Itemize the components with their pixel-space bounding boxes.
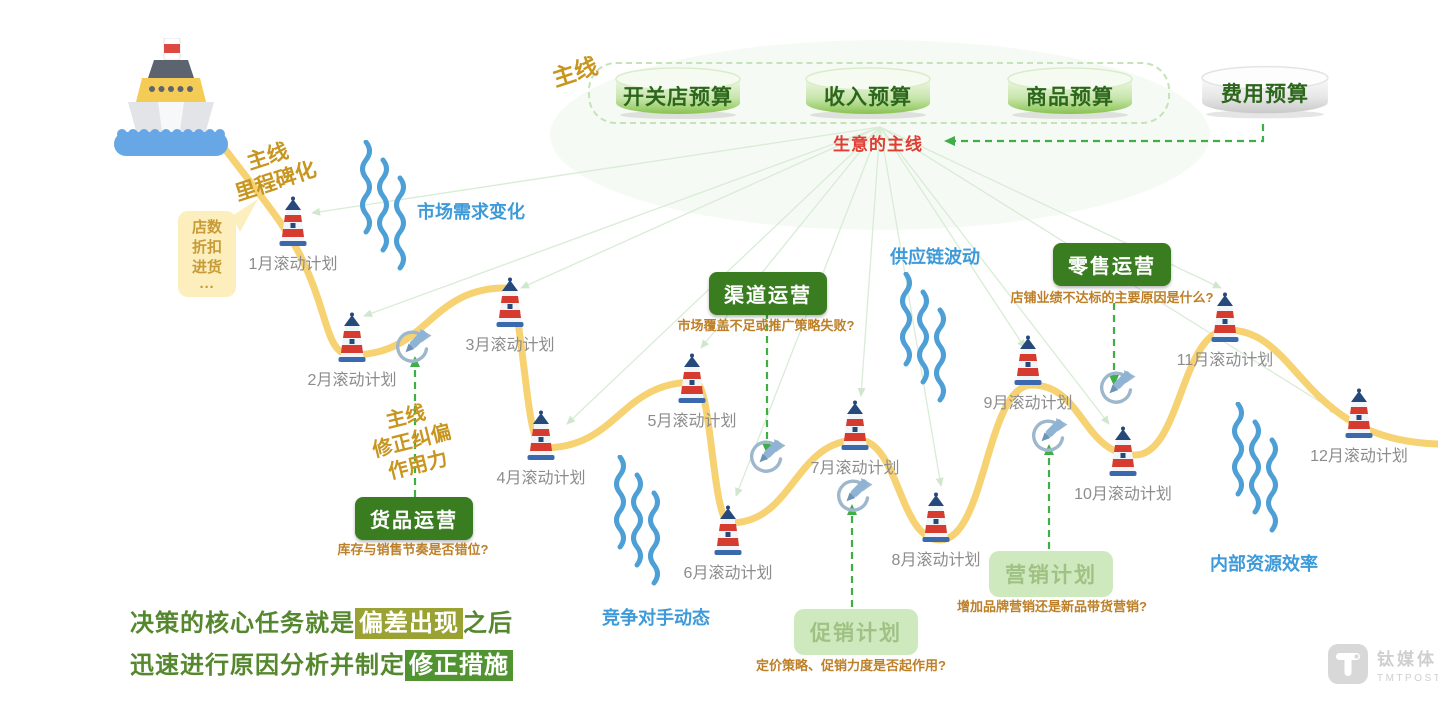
month-label: 9月滚动计划 [983,395,1073,412]
rolling-plan-curve [214,136,1438,544]
statement-line1: 决策的核心任务就是偏差出现之后 [130,603,513,639]
milestone-month-12: 12月滚动计划 [1304,388,1414,466]
force-internal-resources: 内部资源效率 [1210,554,1318,574]
milestone-month-4: 4月滚动计划 [486,410,596,488]
statement-line2: 迅速进行原因分析并制定修正措施 [130,645,513,681]
milestone-month-6: 6月滚动计划 [673,505,783,583]
month-label: 4月滚动计划 [496,470,586,487]
lighthouse-icon [1107,426,1139,478]
bubble-line: 进货 [191,259,222,276]
lighthouse-icon [525,410,557,462]
op-box-marketing: 营销计划 [989,551,1113,597]
lighthouse-icon [277,196,309,248]
milestone-month-5: 5月滚动计划 [637,353,747,431]
lighthouse-icon [494,277,526,329]
revision-cycle-icon [390,327,434,371]
op-box-retail: 零售运营 [1053,243,1171,286]
lighthouse-icon [1012,335,1044,387]
watermark-name: 钛媒体 [1377,649,1437,669]
revision-cycle-icon [1094,368,1138,412]
revision-cycle-icon [1026,416,1070,460]
statement-text: 之后 [463,610,513,637]
bubble-line: ··· [199,279,215,296]
lighthouse-icon [336,312,368,364]
budget-label: 收入预算 [824,86,912,109]
force-competitors: 竞争对手动态 [602,608,710,628]
budget-label: 费用预算 [1221,83,1309,106]
plan-detail-bubble: 店数 折扣 进货 ··· [178,211,236,297]
waves-icon [898,272,958,404]
mainline-budget-group-box [588,62,1170,124]
revision-cycle-icon [831,476,875,520]
lighthouse-icon [1209,292,1241,344]
tmtpost-logo-icon [1328,644,1368,684]
milestone-month-2: 2月滚动计划 [297,312,407,390]
statement-highlight-deviation: 偏差出现 [355,608,463,639]
waves-icon [358,140,418,272]
op-box-goods: 货品运营 [355,497,473,540]
month-label: 6月滚动计划 [683,565,773,582]
statement-text: 决策的核心任务就是 [130,610,355,637]
month-label: 8月滚动计划 [891,552,981,569]
budget-cylinder-expense: 费用预算 [1194,63,1336,121]
lighthouse-icon [676,353,708,405]
budget-cylinder-merchandise: 商品预算 [1000,66,1140,120]
milestone-month-10: 10月滚动计划 [1068,426,1178,504]
milestone-month-11: 11月滚动计划 [1170,292,1280,370]
budget-label: 商品预算 [1026,86,1114,109]
lighthouse-icon [839,400,871,452]
month-label: 3月滚动计划 [465,337,555,354]
statement-highlight-correction: 修正措施 [405,650,513,681]
month-label: 2月滚动计划 [307,372,397,389]
question-retail: 店铺业绩不达标的主要原因是什么? [1010,290,1214,305]
question-goods: 库存与销售节奏是否错位? [337,542,489,557]
op-box-promotion: 促销计划 [794,609,918,655]
statement-text: 迅速进行原因分析并制定 [130,652,405,679]
bubble-tail [232,199,258,232]
dashed-connectors [410,124,1265,607]
month-label: 1月滚动计划 [248,256,338,273]
month-label: 11月滚动计划 [1176,352,1274,369]
waves-icon [1230,402,1290,534]
op-box-channel: 渠道运营 [709,272,827,315]
milestone-month-9: 9月滚动计划 [973,335,1083,413]
month-label: 5月滚动计划 [647,413,737,430]
question-marketing: 增加品牌营销还是新品带货营销? [957,599,1147,614]
month-label: 10月滚动计划 [1074,486,1172,503]
milestone-month-1: 1月滚动计划 [238,196,348,274]
force-supply-chain: 供应链波动 [890,247,980,267]
milestone-month-3: 3月滚动计划 [455,277,565,355]
budget-cylinder-open-close-store: 开关店预算 [608,66,748,120]
lighthouse-icon [712,505,744,557]
budget-cylinder-revenue: 收入预算 [798,66,938,120]
question-promotion: 定价策略、促销力度是否起作用? [756,658,946,673]
bubble-line: 店数 [191,219,222,236]
bubble-line: 折扣 [191,239,222,256]
milestone-month-7: 7月滚动计划 [800,400,910,478]
month-label: 12月滚动计划 [1310,448,1408,465]
ship-icon [114,38,228,156]
question-channel: 市场覆盖不足或推广策略失败? [677,318,855,333]
watermark-subtitle: TMTPOST [1377,672,1438,684]
lighthouse-icon [1343,388,1375,440]
business-mainline-label: 生意的主线 [833,135,923,154]
watermark: 钛媒体 TMTPOST [1328,644,1438,684]
month-label: 7月滚动计划 [810,460,900,477]
budget-label: 开关店预算 [623,86,733,109]
force-market-demand: 市场需求变化 [417,202,525,222]
lighthouse-icon [920,492,952,544]
waves-icon [612,455,672,587]
milestone-month-8: 8月滚动计划 [881,492,991,570]
revision-cycle-icon [744,437,788,481]
